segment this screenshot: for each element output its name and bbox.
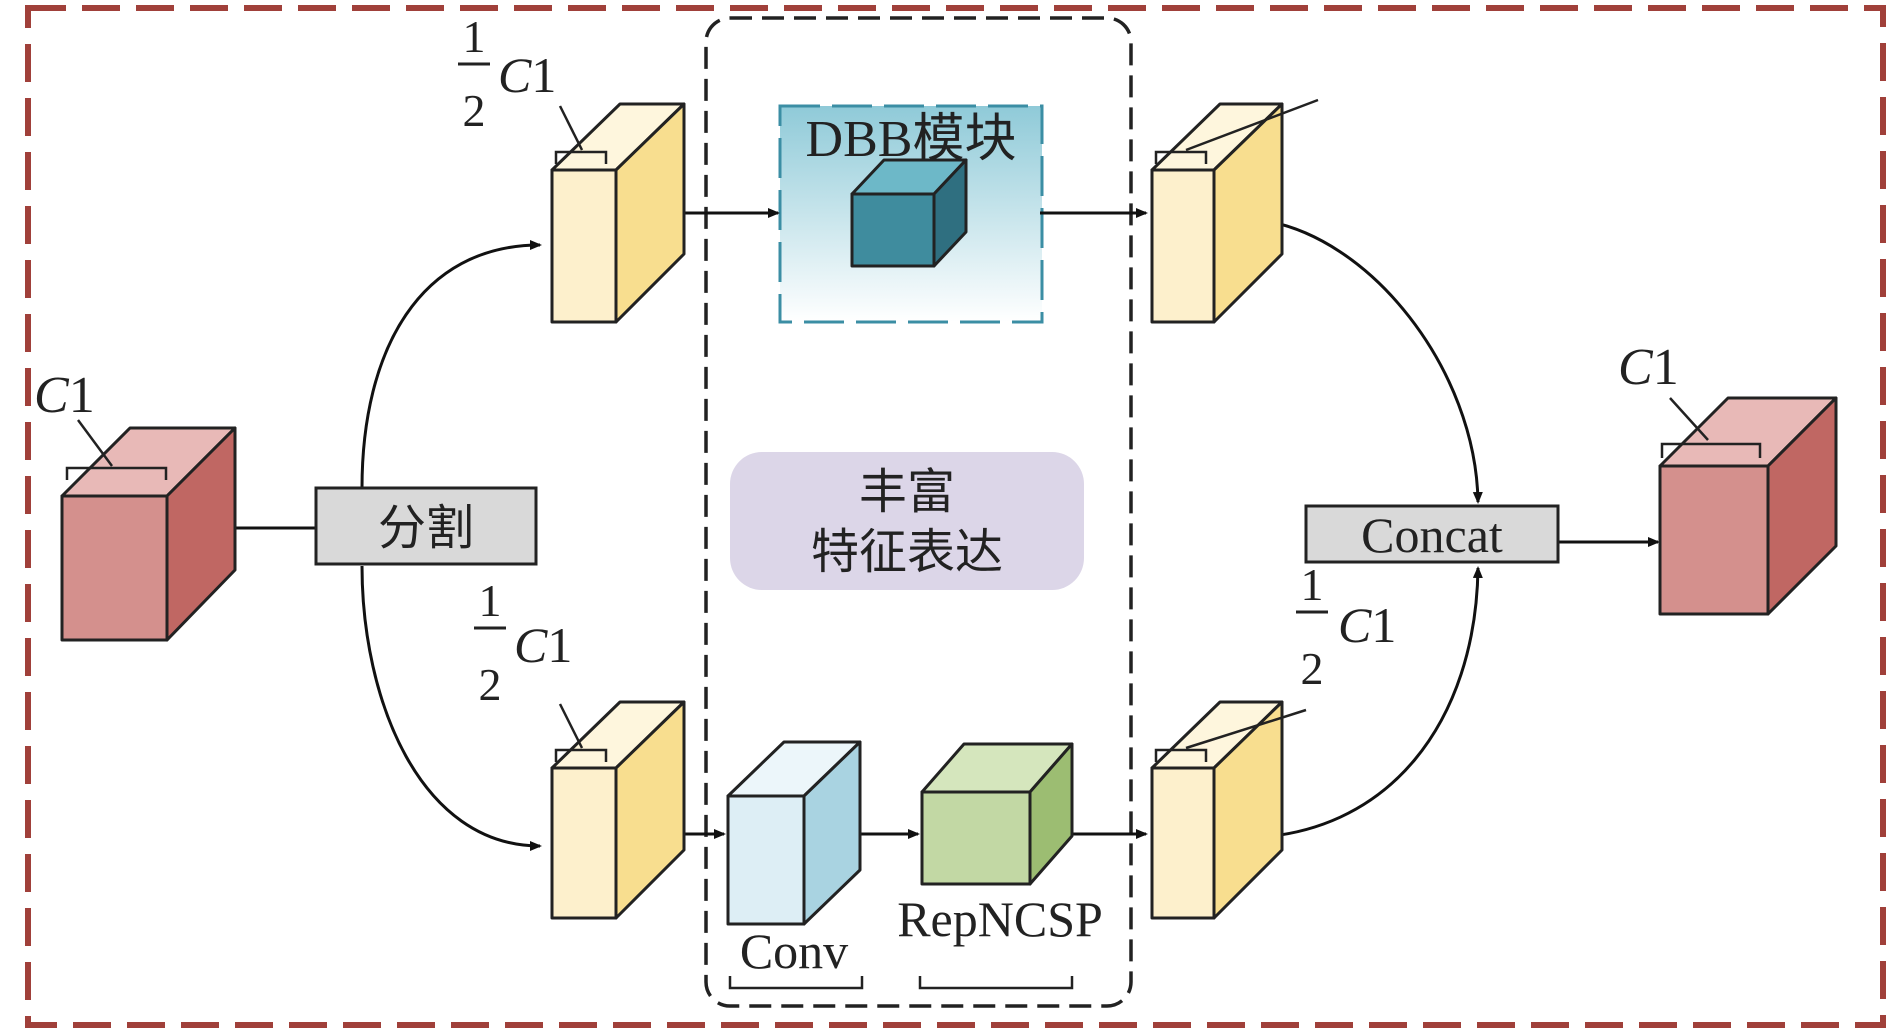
input-channel-label: C1 <box>34 367 95 424</box>
bottom-left-leader-line <box>558 703 584 749</box>
arrow-split-to-bottom-branch <box>360 565 542 851</box>
conv-label: Conv <box>740 923 848 979</box>
top-right-leader-line <box>1185 98 1319 152</box>
repncsp-bracket <box>918 976 1074 990</box>
svg-text:1: 1 <box>479 575 502 626</box>
split-box <box>314 486 538 566</box>
repncsp-cube <box>920 742 1074 886</box>
dbb-cube <box>850 158 968 268</box>
input-width-bracket <box>65 466 168 480</box>
outer-dashed-border <box>25 5 1886 1028</box>
svg-text:C1: C1 <box>498 47 556 103</box>
bottom-left-feature-cube <box>550 700 686 920</box>
top-left-width-bracket <box>554 150 608 164</box>
svg-text:2: 2 <box>463 85 486 136</box>
arrow-top-right-to-concat <box>1259 218 1483 504</box>
input-cube <box>60 426 237 642</box>
arrow-split-to-top-branch <box>360 240 542 489</box>
svg-text:1: 1 <box>463 11 486 62</box>
split-label: 分割 <box>378 500 474 556</box>
output-width-bracket <box>1660 442 1762 458</box>
bottom-left-half-label: 1 2 C1 <box>474 575 572 710</box>
bottom-left-width-bracket <box>554 748 608 762</box>
concat-label: Concat <box>1361 507 1503 563</box>
concat-box <box>1304 504 1560 564</box>
svg-text:2: 2 <box>1301 643 1324 694</box>
output-cube <box>1658 396 1838 616</box>
bottom-right-feature-cube <box>1150 700 1284 920</box>
top-left-feature-cube <box>550 102 686 324</box>
arrow-bottom-right-to-concat <box>1239 566 1483 840</box>
rich-feature-line2: 特征表达 <box>811 524 1003 580</box>
top-right-feature-cube <box>1150 102 1284 324</box>
conv-bracket <box>728 976 864 990</box>
bottom-right-half-label: 1 2 C1 <box>1296 559 1396 694</box>
inner-dashed-region <box>704 16 1133 1008</box>
bottom-right-leader-line <box>1185 708 1307 750</box>
svg-text:2: 2 <box>479 659 502 710</box>
top-left-half-label: 1 2 C1 <box>458 11 556 136</box>
conv-cube <box>726 740 862 926</box>
output-leader-line <box>1669 397 1709 441</box>
output-channel-label: C1 <box>1618 339 1679 396</box>
input-leader-line <box>76 419 114 467</box>
svg-text:C1: C1 <box>1338 597 1396 653</box>
rich-feature-box <box>730 452 1084 590</box>
svg-text:1: 1 <box>1301 559 1324 610</box>
svg-text:C1: C1 <box>514 617 572 673</box>
repncsp-label: RepNCSP <box>897 891 1103 947</box>
top-right-width-bracket <box>1154 150 1208 164</box>
rich-feature-line1: 丰富 <box>859 464 955 520</box>
bottom-right-width-bracket <box>1154 748 1208 762</box>
top-left-leader-line <box>558 105 584 151</box>
